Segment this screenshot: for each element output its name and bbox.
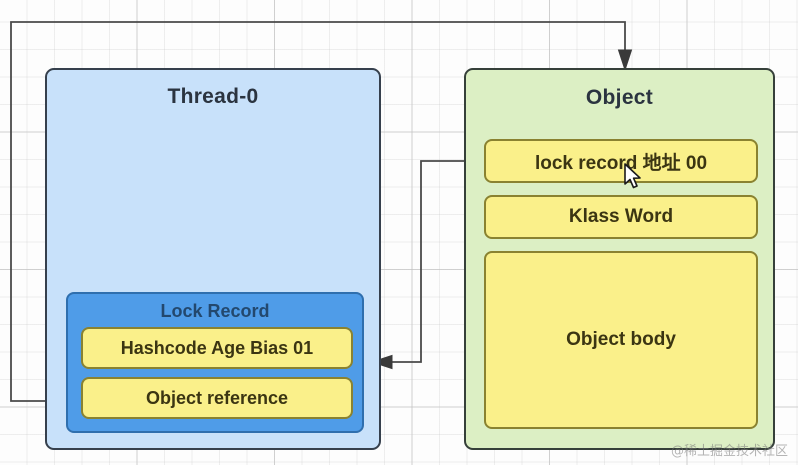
object-row-klass-word[interactable]: Klass Word bbox=[484, 195, 758, 239]
watermark: @稀土掘金技术社区 bbox=[670, 444, 788, 459]
mouse-pointer-icon bbox=[624, 163, 641, 189]
object-row-mark-word[interactable]: lock record 地址 00 bbox=[484, 139, 758, 183]
lock-record-title: Lock Record bbox=[160, 301, 270, 321]
object-row-object-body[interactable]: Object body bbox=[484, 251, 758, 429]
lock-record-row-hashcode[interactable]: Hashcode Age Bias 01 bbox=[81, 327, 353, 369]
object-title: Object bbox=[585, 86, 654, 109]
thread-box[interactable]: Thread-0 Lock Record Hashcode Age Bias 0… bbox=[45, 68, 381, 450]
object-box[interactable]: Object lock record 地址 00 Klass Word Obje… bbox=[464, 68, 775, 450]
lock-record-box[interactable]: Lock Record Hashcode Age Bias 01 Object … bbox=[66, 292, 364, 433]
lock-record-row-object-reference[interactable]: Object reference bbox=[81, 377, 353, 419]
thread-title: Thread-0 bbox=[167, 85, 259, 108]
